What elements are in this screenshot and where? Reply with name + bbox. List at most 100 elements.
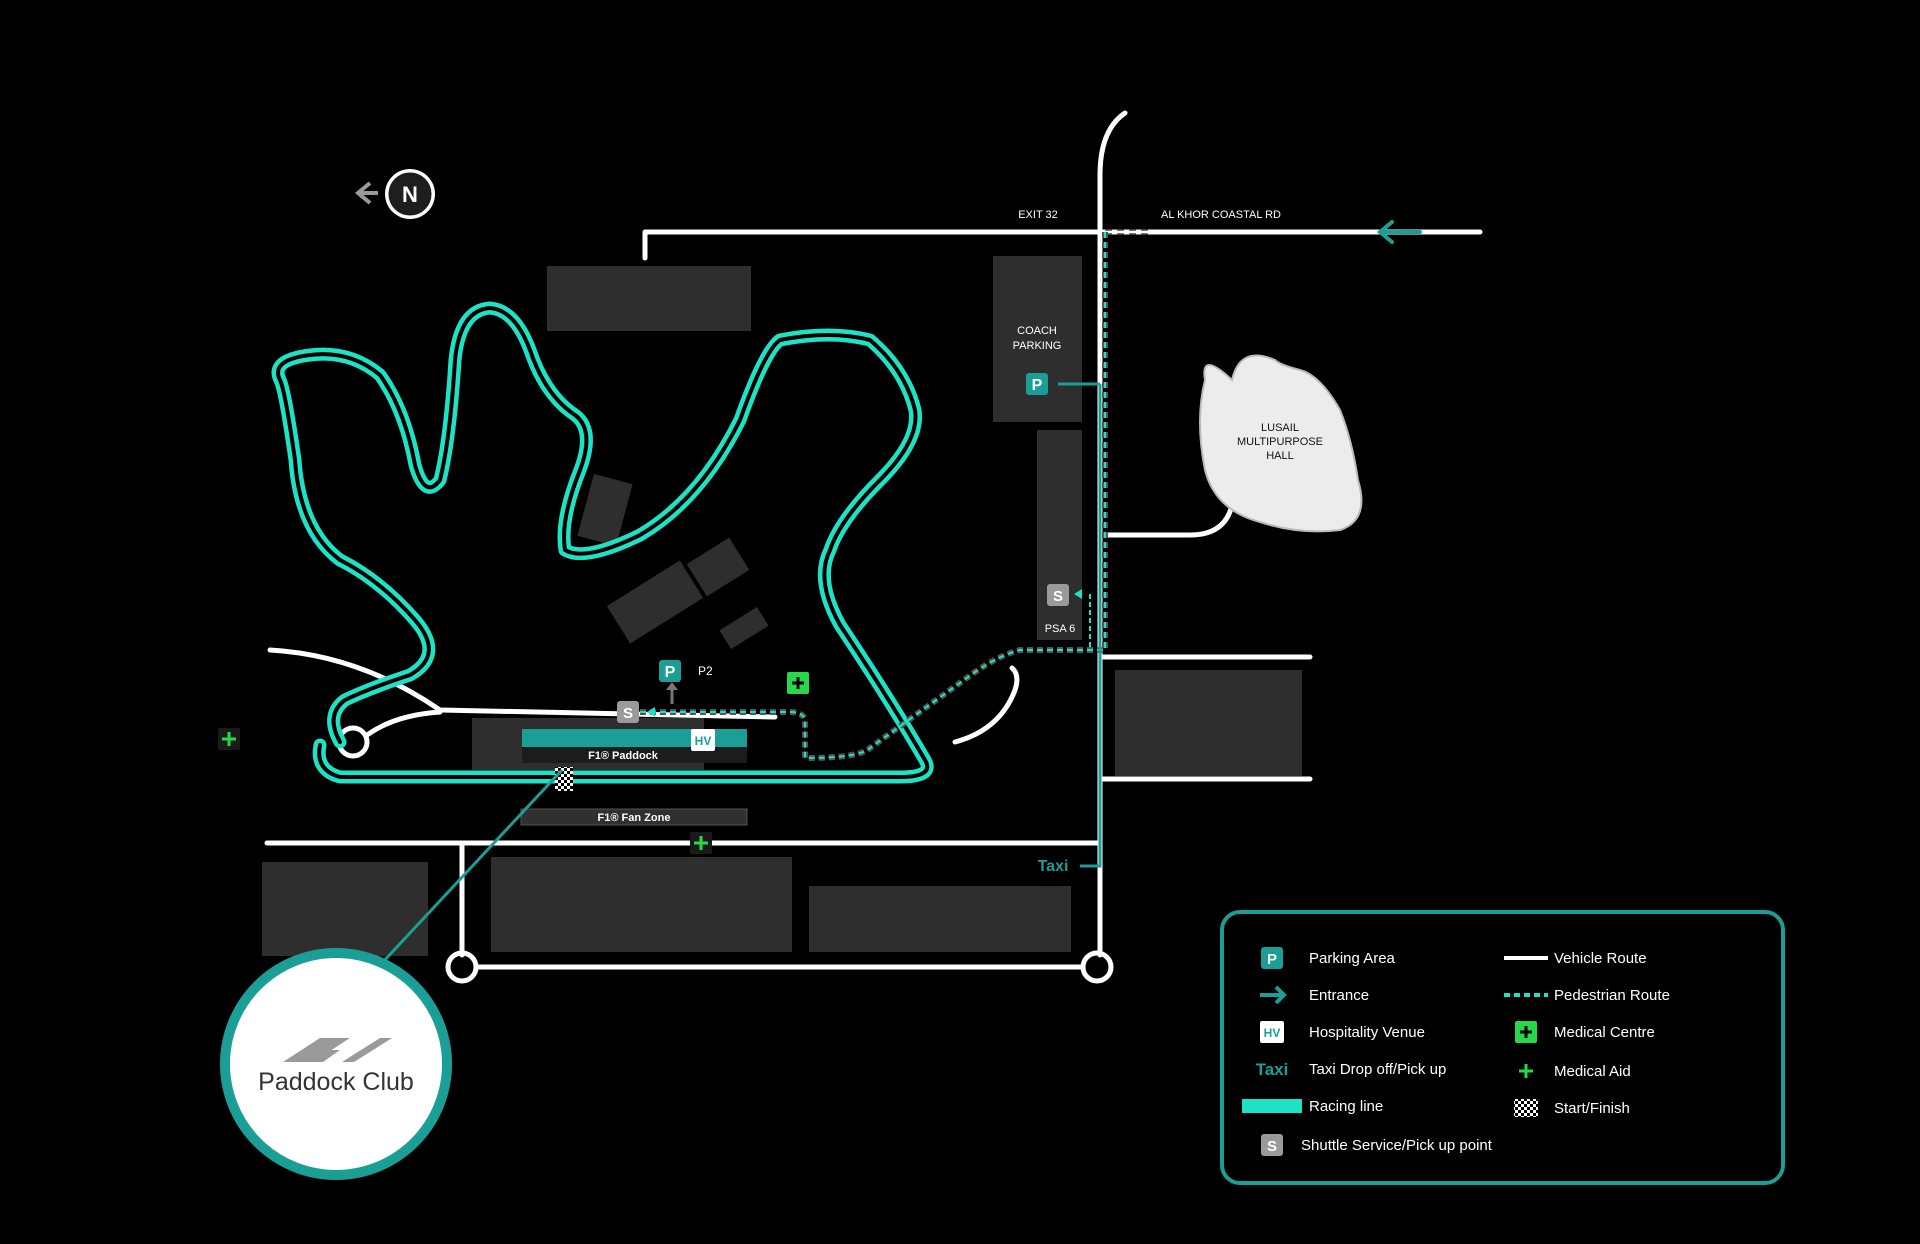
coach-parking-label-1: COACH	[1017, 325, 1057, 337]
svg-text:P: P	[1032, 377, 1043, 394]
p2-arrowhead	[666, 682, 678, 690]
legend-item: S Shuttle Service/Pick up point	[1261, 1134, 1493, 1156]
svg-text:S: S	[1053, 588, 1063, 605]
legend-item: Racing line	[1242, 1098, 1383, 1115]
psa6-arrow	[1074, 589, 1082, 599]
svg-text:P: P	[1267, 951, 1277, 968]
psa6-label: PSA 6	[1045, 623, 1076, 635]
legend-label: Pedestrian Route	[1554, 987, 1670, 1004]
roads	[264, 110, 1483, 970]
building-inner-4	[719, 607, 769, 649]
legend-label: Start/Finish	[1554, 1100, 1630, 1117]
fan-zone-label: F1® Fan Zone	[598, 812, 671, 824]
roundabout-sw	[445, 950, 479, 984]
medical-aid-icon-west	[218, 728, 240, 750]
taxi-route	[380, 382, 1102, 965]
start-finish-flag	[555, 767, 573, 791]
svg-text:Taxi: Taxi	[1256, 1060, 1289, 1079]
buildings	[262, 256, 1302, 956]
building-top	[547, 266, 751, 331]
hall-label-2: MULTIPURPOSE	[1237, 436, 1323, 448]
shuttle-arrow	[647, 707, 655, 717]
parking-icon: P	[1261, 947, 1283, 969]
exit32-label: EXIT 32	[1018, 209, 1058, 221]
building-south-2	[491, 857, 792, 952]
road-exit32	[642, 229, 1483, 261]
road-hall-spur	[1100, 502, 1235, 538]
compass-icon: N	[354, 169, 435, 219]
hall-label-3: HALL	[1266, 450, 1294, 462]
shuttle-marker-paddock: S	[617, 701, 639, 723]
legend-item: Medical Centre	[1515, 1021, 1655, 1043]
medical-centre-icon	[1515, 1021, 1537, 1043]
coastal-road-label: AL KHOR COASTAL RD	[1161, 209, 1281, 221]
legend-label: Parking Area	[1309, 950, 1396, 967]
fan-zone-bar	[520, 808, 748, 826]
svg-text:S: S	[1267, 1138, 1277, 1155]
road-vertical-east	[1097, 110, 1128, 958]
entrance-arrow-icon	[1376, 220, 1422, 244]
medical-centre-icon	[787, 672, 809, 694]
hospitality-icon: HV	[1260, 1021, 1284, 1043]
racing-line-icon	[1242, 1099, 1302, 1113]
legend-label: Medical Aid	[1554, 1063, 1631, 1080]
legend-item: Start/Finish	[1514, 1099, 1630, 1117]
svg-text:P: P	[665, 664, 676, 681]
svg-text:S: S	[623, 705, 633, 722]
parking-marker-p2: P	[659, 660, 681, 682]
legend-item: P Parking Area	[1261, 947, 1396, 969]
road-pit-exit	[952, 665, 1020, 745]
paddock-club-logo-text: Paddock Club	[258, 1068, 414, 1096]
pedestrian-routes	[640, 229, 1150, 762]
medical-aid-icon-south	[690, 832, 712, 854]
start-finish-icon	[1514, 1099, 1538, 1117]
legend-item: HV Hospitality Venue	[1260, 1021, 1425, 1043]
paddock-label: F1® Paddock	[588, 750, 659, 762]
track-inner-shadow	[276, 306, 930, 779]
taxi-icon: Taxi	[1256, 1060, 1289, 1079]
road-hairpin-link	[364, 709, 443, 738]
svg-text:HV: HV	[695, 734, 712, 748]
medical-aid-icon	[1519, 1064, 1533, 1078]
building-south-3	[809, 886, 1071, 952]
entrance-arrow-icon	[1260, 985, 1287, 1005]
racing-line-track	[271, 301, 934, 784]
lusail-hall-shape	[1199, 354, 1363, 533]
building-inner-3	[686, 537, 750, 597]
shuttle-marker-psa6: S	[1047, 584, 1069, 606]
coach-parking-label-2: PARKING	[1013, 340, 1062, 352]
taxi-label: Taxi	[1038, 858, 1069, 875]
building-inner-2	[606, 560, 704, 644]
parking-marker-coach: P	[1026, 373, 1048, 395]
legend-box	[1220, 910, 1785, 1185]
legend-item: Pedestrian Route	[1504, 987, 1670, 1004]
roundabout-se	[1080, 950, 1114, 984]
legend-item: Taxi Taxi Drop off/Pick up	[1256, 1060, 1447, 1079]
legend-label: Shuttle Service/Pick up point	[1301, 1137, 1493, 1154]
legend-label: Racing line	[1309, 1098, 1383, 1115]
building-east	[1115, 670, 1302, 776]
building-psa6	[1037, 430, 1082, 640]
hall-label-1: LUSAIL	[1261, 422, 1299, 434]
hospitality-marker: HV	[691, 729, 715, 751]
legend-label: Hospitality Venue	[1309, 1024, 1425, 1041]
legend-label: Medical Centre	[1554, 1024, 1655, 1041]
svg-text:N: N	[402, 182, 418, 207]
paddock-club-badge: Paddock Club	[220, 948, 452, 1180]
legend-label: Taxi Drop off/Pick up	[1309, 1061, 1446, 1078]
p2-label: P2	[698, 664, 713, 678]
paddock-club-leader	[380, 768, 564, 965]
legend-label: Entrance	[1309, 987, 1369, 1004]
road-west-curve	[267, 647, 778, 720]
f1-logo-icon	[283, 1038, 392, 1062]
shuttle-icon: S	[1261, 1134, 1283, 1156]
legend-item: Vehicle Route	[1504, 950, 1647, 967]
building-coach-parking	[993, 256, 1082, 422]
legend-item: Medical Aid	[1519, 1063, 1631, 1080]
building-inner-1	[577, 473, 633, 547]
paddock-bar	[522, 729, 747, 747]
